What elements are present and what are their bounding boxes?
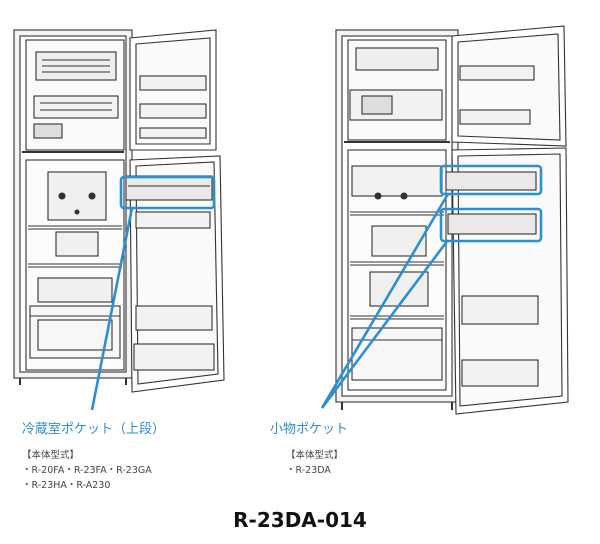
model-list-item: ・R-20FA・R-23FA・R-23GA bbox=[22, 465, 152, 476]
model-list-heading: 【本体型式】 bbox=[22, 450, 80, 461]
left-refrigerator bbox=[13, 29, 225, 393]
leader-line-right-upper bbox=[320, 193, 450, 409]
model-list-item: ・R-23DA bbox=[286, 465, 331, 476]
model-list-item: ・R-23HA・R-A230 bbox=[22, 480, 111, 491]
callout-label-upper-pocket: 冷蔵室ポケット（上段） bbox=[22, 422, 166, 437]
leader-line-left bbox=[90, 207, 134, 411]
small-item-pocket-highlight-lower bbox=[439, 207, 543, 243]
model-list-heading: 【本体型式】 bbox=[286, 450, 344, 461]
model-list-right: 【本体型式】 ・R-23DA bbox=[286, 448, 343, 478]
callout-label-small-pocket: 小物ポケット bbox=[270, 422, 349, 437]
upper-door-pocket-highlight bbox=[119, 175, 216, 210]
leader-line-right-lower bbox=[320, 239, 450, 409]
model-list-left: 【本体型式】 ・R-20FA・R-23FA・R-23GA ・R-23HA・R-A… bbox=[22, 448, 152, 493]
right-refrigerator bbox=[335, 25, 569, 415]
small-item-pocket-highlight-upper bbox=[439, 164, 543, 196]
part-number: R-23DA-014 bbox=[233, 508, 367, 532]
